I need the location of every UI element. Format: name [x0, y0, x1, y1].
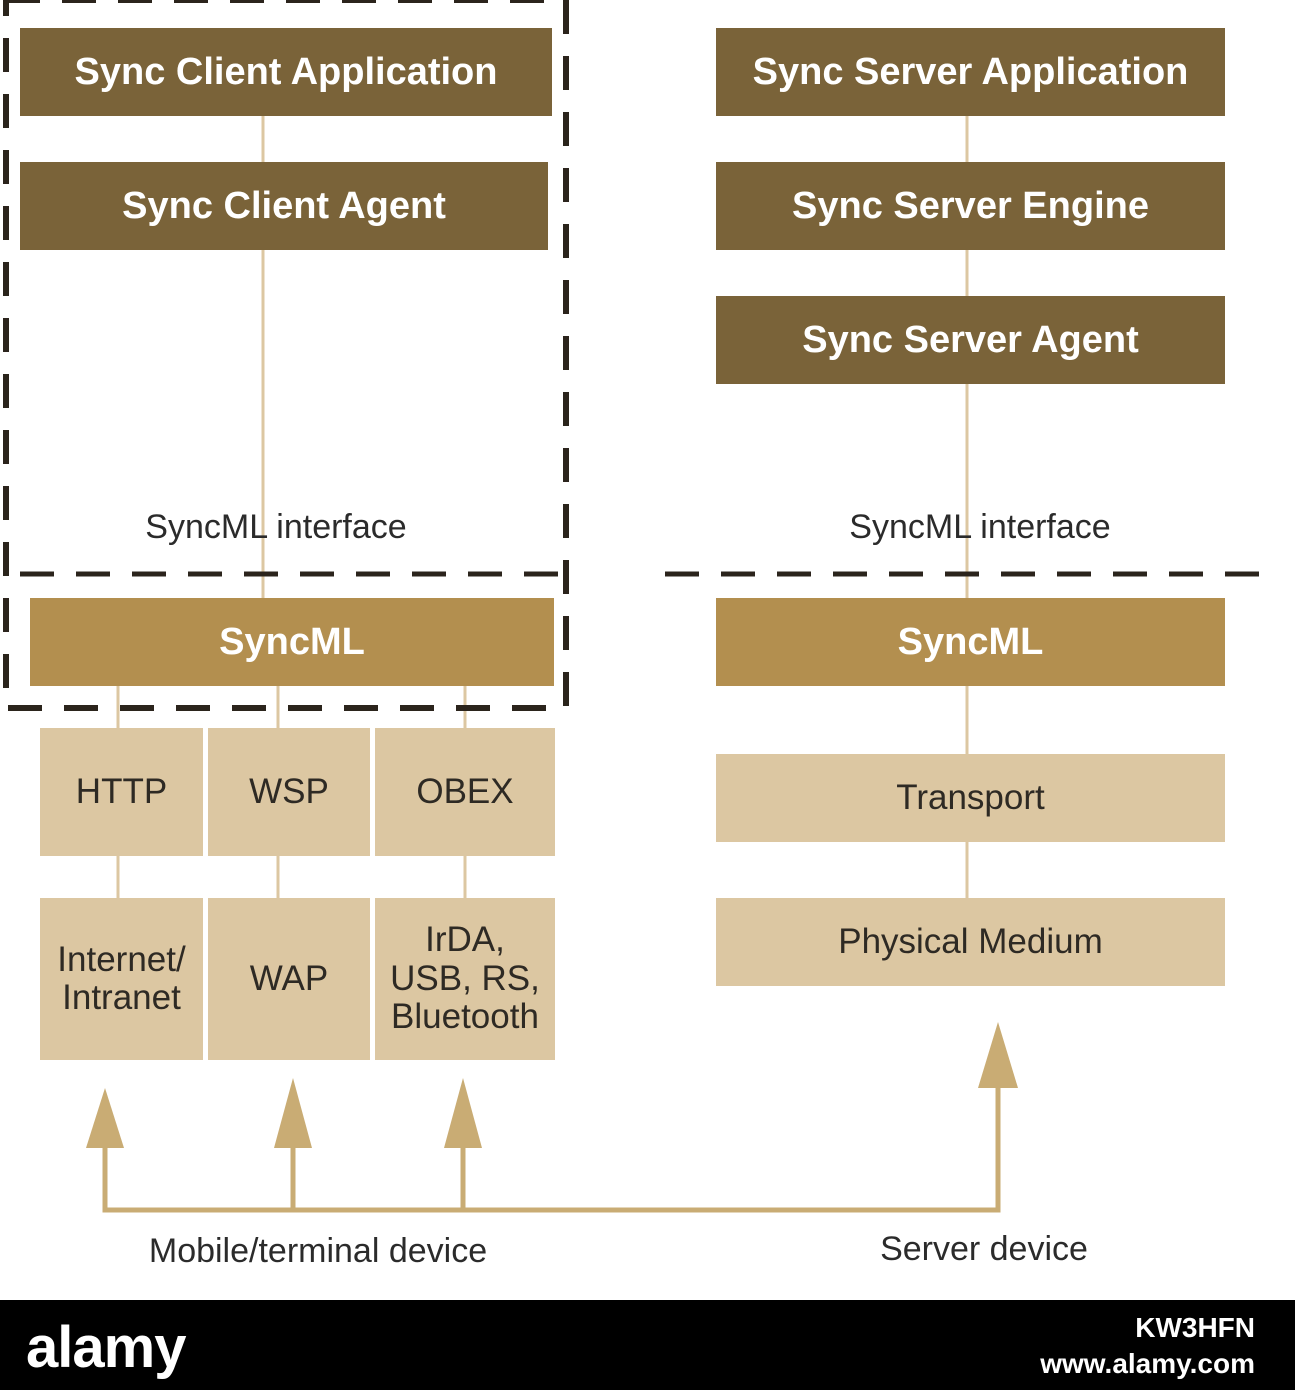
- physical-medium-label: Physical Medium: [838, 921, 1103, 961]
- server-interface-label: SyncML interface: [849, 508, 1111, 546]
- wsp-box: WSP: [208, 728, 370, 856]
- image-code: KW3HFN: [1135, 1312, 1255, 1343]
- http-label: HTTP: [75, 771, 168, 811]
- alamy-logo: alamy: [26, 1315, 186, 1380]
- irda-usb-label: IrDA, USB, RS, Bluetooth: [390, 920, 540, 1037]
- irda-arrowhead: [444, 1078, 482, 1148]
- irda-usb-box: IrDA, USB, RS, Bluetooth: [375, 898, 555, 1060]
- physical-medium-box: Physical Medium: [716, 898, 1225, 986]
- sync-server-agent-box: Sync Server Agent: [716, 296, 1225, 384]
- obex-box: OBEX: [375, 728, 555, 856]
- wap-box: WAP: [208, 898, 370, 1060]
- mobile-device-label: Mobile/terminal device: [148, 1232, 488, 1270]
- client-syncml-label: SyncML: [219, 620, 365, 663]
- server-device-label: Server device: [880, 1230, 1088, 1268]
- site-url: www.alamy.com: [1040, 1348, 1255, 1379]
- sync-client-agent-box: Sync Client Agent: [20, 162, 548, 250]
- client-syncml-box: SyncML: [30, 598, 554, 686]
- stock-footer-banner: alamy KW3HFN www.alamy.com: [0, 1300, 1295, 1390]
- wap-label: WAP: [249, 958, 329, 998]
- client-interface-label: SyncML interface: [145, 508, 407, 546]
- obex-label: OBEX: [416, 771, 514, 811]
- sync-client-application-box: Sync Client Application: [20, 28, 552, 116]
- wsp-label: WSP: [249, 771, 329, 811]
- internet-arrowhead: [86, 1088, 124, 1148]
- sync-client-application-label: Sync Client Application: [74, 50, 498, 93]
- server-arrowhead: [978, 1022, 1018, 1088]
- server-syncml-label: SyncML: [897, 620, 1044, 663]
- http-box: HTTP: [40, 728, 203, 856]
- server-syncml-box: SyncML: [716, 598, 1225, 686]
- diagram-connectors: [3, 0, 1275, 1213]
- wap-arrowhead: [274, 1078, 312, 1148]
- sync-client-agent-label: Sync Client Agent: [122, 184, 446, 227]
- internet-intranet-box: Internet/ Intranet: [40, 898, 203, 1060]
- server-transport-box: Transport: [716, 754, 1225, 842]
- sync-server-application-box: Sync Server Application: [716, 28, 1225, 116]
- internet-intranet-label: Internet/ Intranet: [57, 939, 186, 1017]
- sync-server-application-label: Sync Server Application: [752, 50, 1189, 93]
- sync-server-engine-label: Sync Server Engine: [792, 184, 1149, 227]
- sync-server-engine-box: Sync Server Engine: [716, 162, 1225, 250]
- syncml-architecture-diagram: Sync Client Application Sync Client Agen…: [3, 0, 1275, 1270]
- server-transport-label: Transport: [896, 777, 1045, 817]
- device-link-line: [102, 1085, 1001, 1213]
- sync-server-agent-label: Sync Server Agent: [802, 318, 1139, 361]
